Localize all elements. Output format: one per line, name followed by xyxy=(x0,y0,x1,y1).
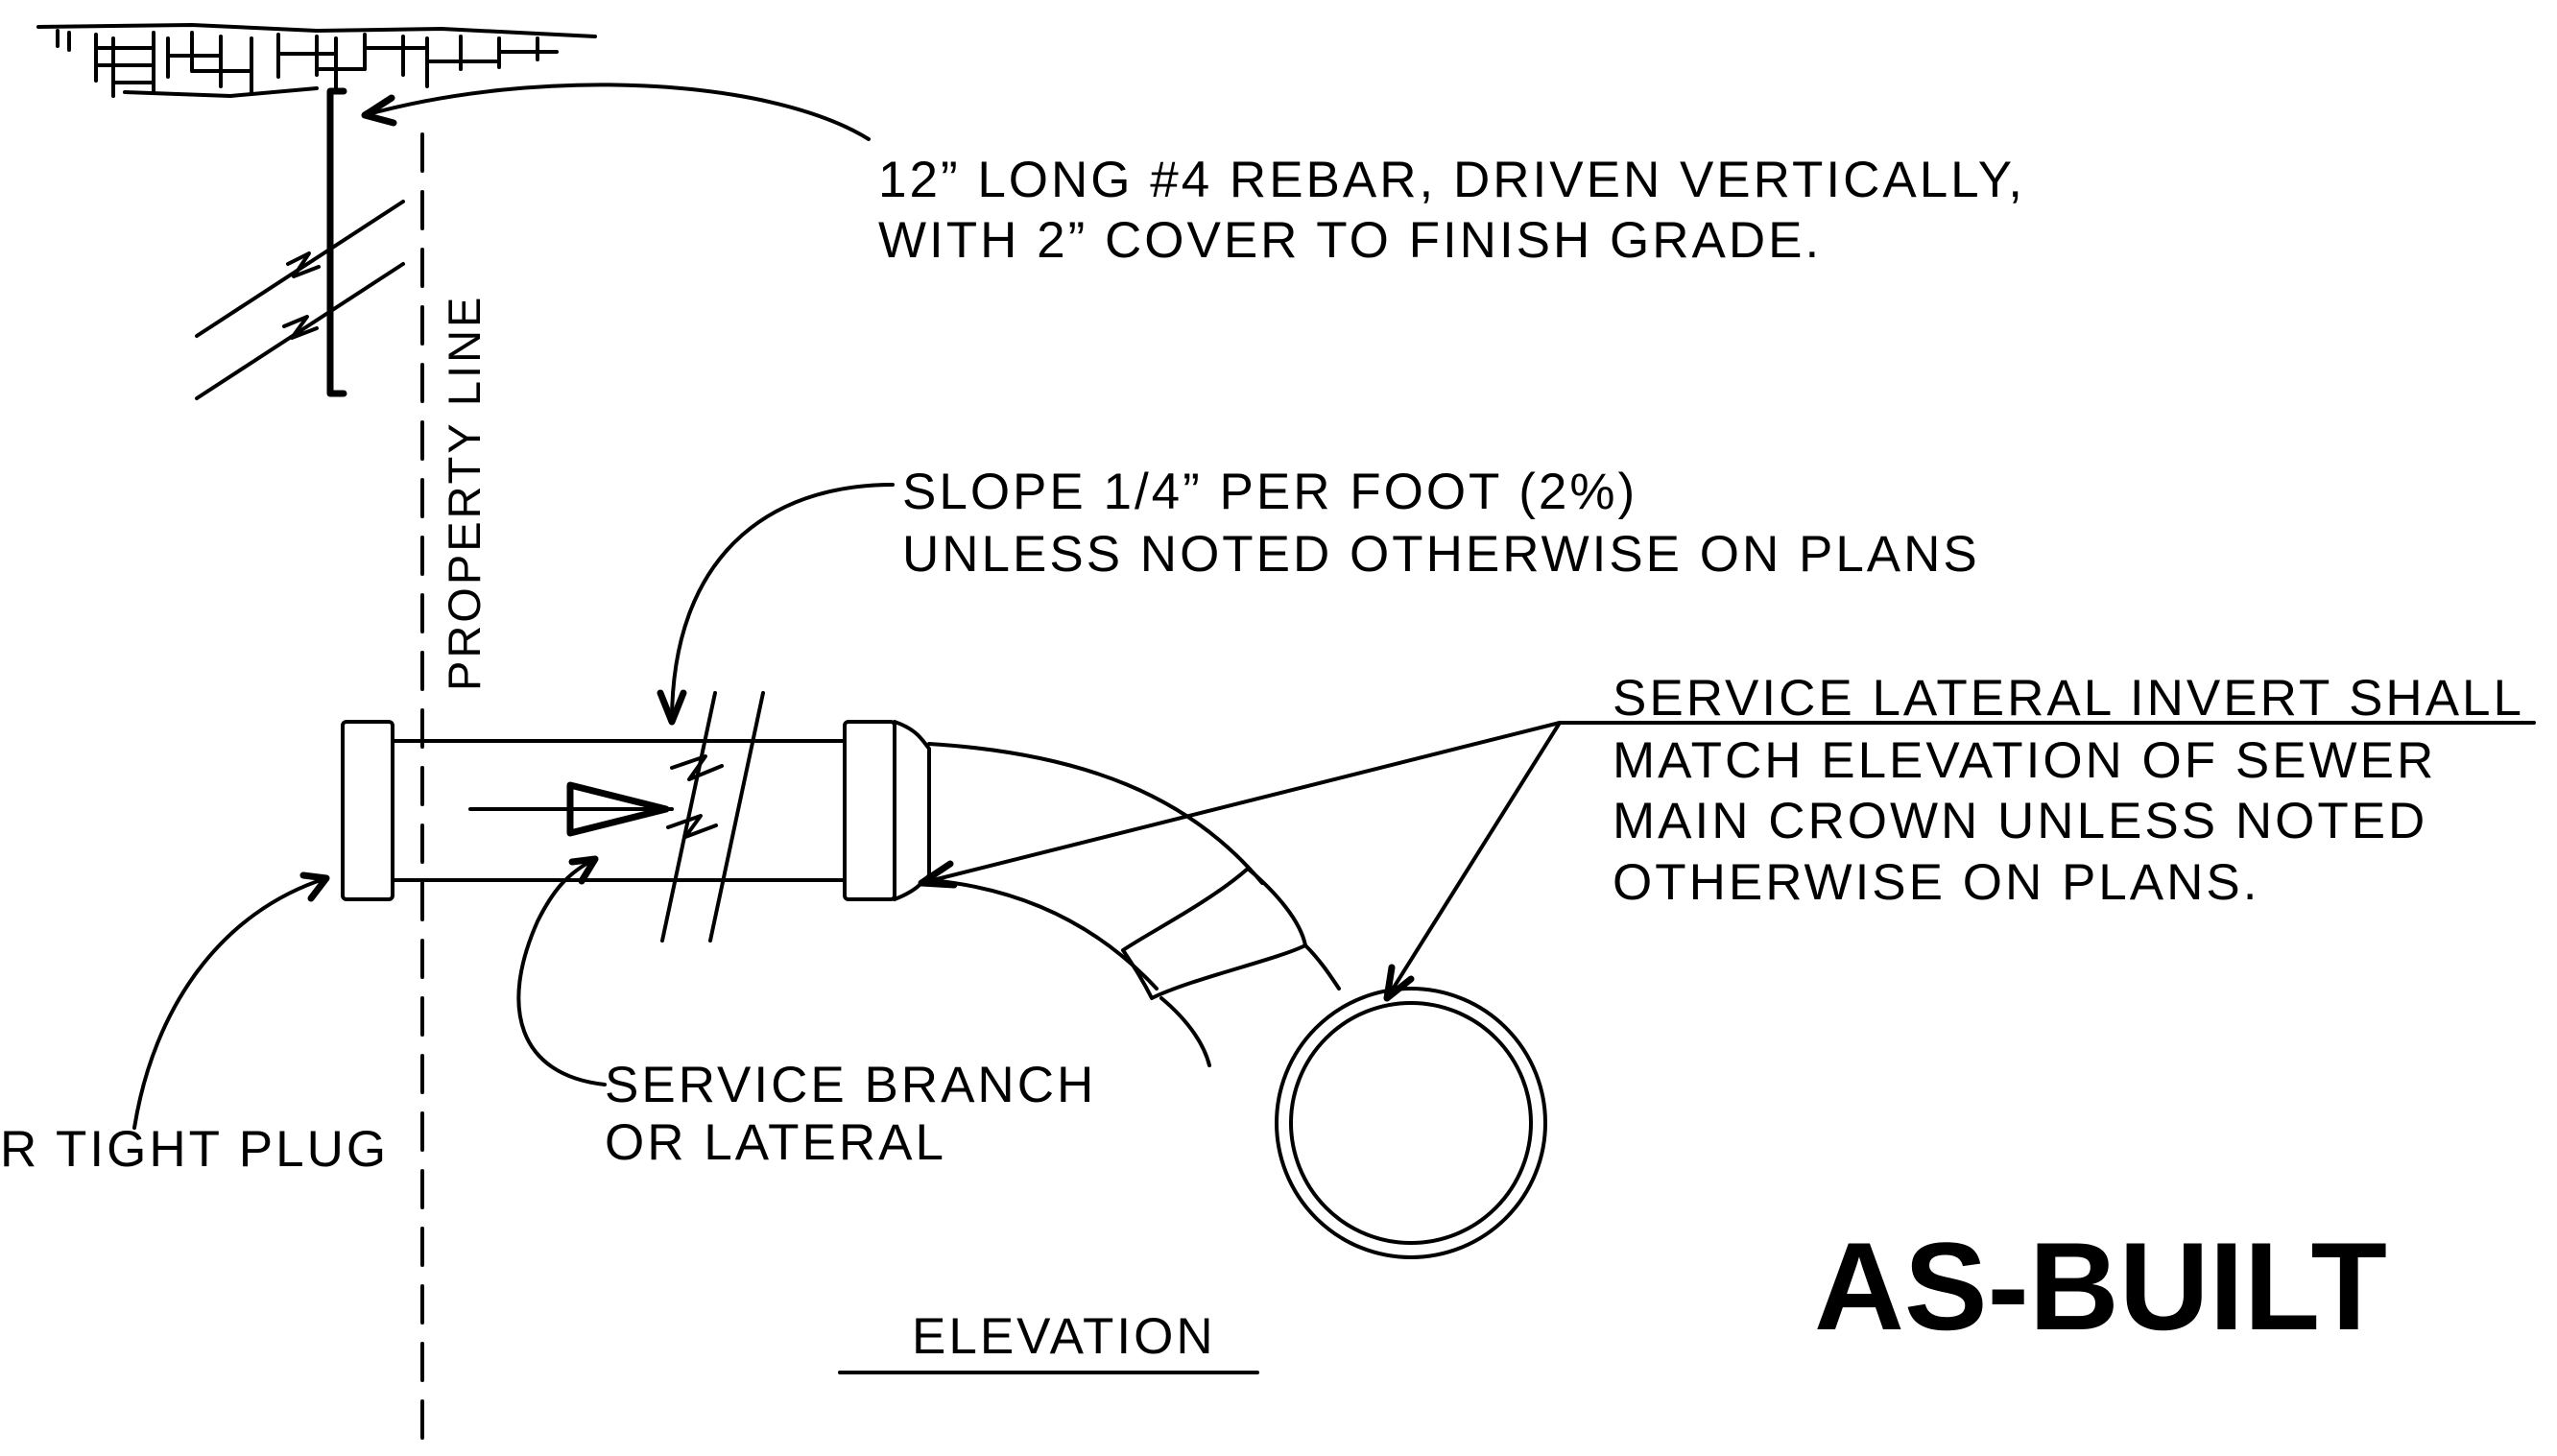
watertight-plug xyxy=(341,720,394,901)
rebar-note-line2: WITH 2” COVER TO FINISH GRADE. xyxy=(878,212,1822,269)
plug-note: R TIGHT PLUG xyxy=(0,1121,389,1178)
property-line-label: PROPERTY LINE xyxy=(439,295,490,691)
view-title: ELEVATION xyxy=(912,1308,1216,1365)
slope-note-line2: UNLESS NOTED OTHERWISE ON PLANS xyxy=(902,526,1980,583)
invert-note-line2: MATCH ELEVATION OF SEWER xyxy=(1613,732,2436,789)
branch-note-line1: SERVICE BRANCH xyxy=(605,1057,1096,1113)
pipe-coupling xyxy=(843,720,896,901)
pipe-bend xyxy=(927,742,1264,991)
rebar-note-line1: 12” LONG #4 REBAR, DRIVEN VERTICALLY, xyxy=(878,152,2025,208)
invert-note-line4: OTHERWISE ON PLANS. xyxy=(1613,854,2259,911)
invert-note-line1: SERVICE LATERAL INVERT SHALL xyxy=(1613,670,2524,727)
finish-grade-ground xyxy=(36,23,597,98)
as-built-stamp: AS-BUILT xyxy=(1814,1216,2387,1356)
service-lateral-pipe xyxy=(341,691,1547,1259)
leader-lines xyxy=(132,83,2536,1130)
property-line: PROPERTY LINE xyxy=(420,132,490,1456)
sewer-main xyxy=(1275,987,1547,1259)
slope-note-line1: SLOPE 1/4” PER FOOT (2%) xyxy=(902,464,1637,520)
branch-note-line2: OR LATERAL xyxy=(605,1114,946,1171)
rebar-marker xyxy=(195,87,405,400)
invert-note-line3: MAIN CROWN UNLESS NOTED xyxy=(1613,793,2427,849)
